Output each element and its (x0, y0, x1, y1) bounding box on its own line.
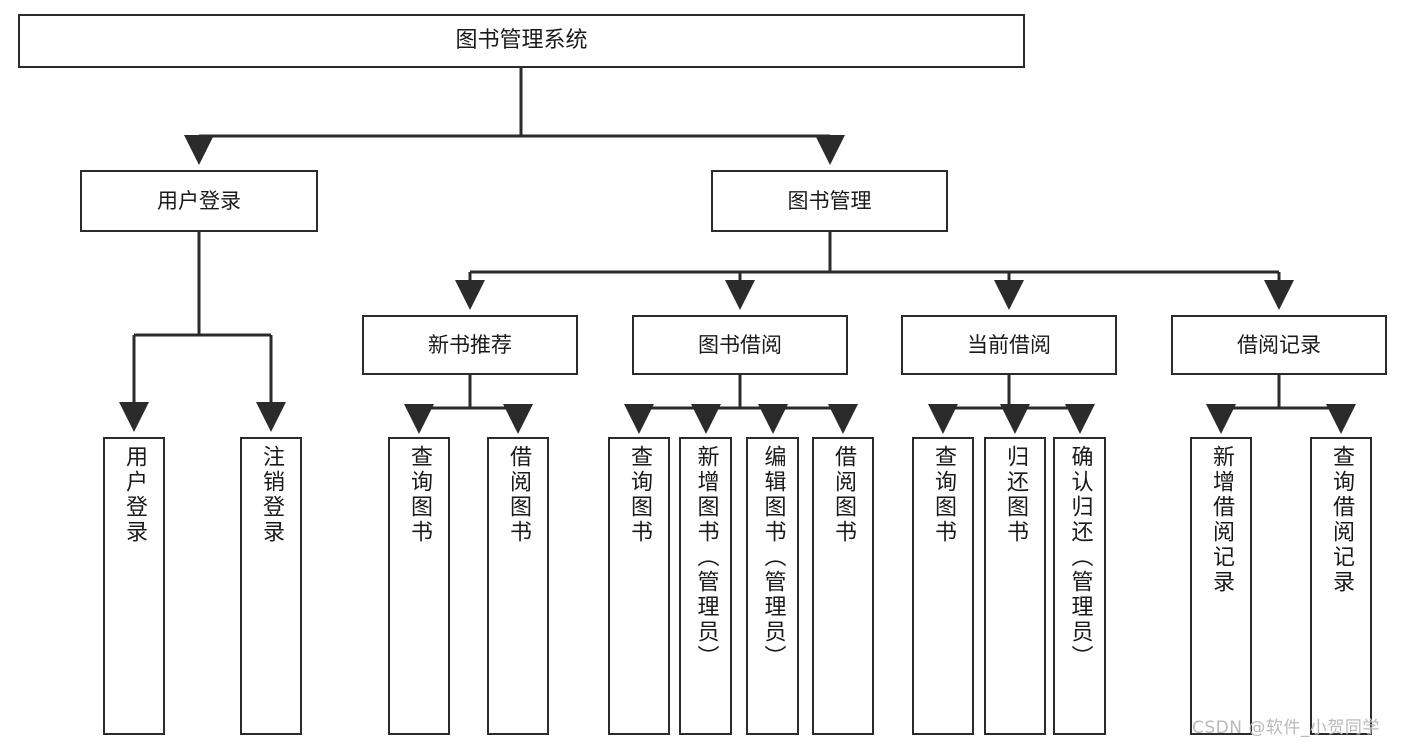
node-leaf-borrow-book-rec[interactable]: 借阅图书 (487, 437, 549, 735)
node-new-book-recommend[interactable]: 新书推荐 (362, 315, 578, 375)
node-borrow-record-label: 借阅记录 (1237, 332, 1321, 357)
node-borrow-record[interactable]: 借阅记录 (1171, 315, 1387, 375)
node-leaf-confirm-return-label: 确认归还（管理员） (1067, 445, 1093, 670)
node-leaf-query-book-borrow[interactable]: 查询图书 (608, 437, 670, 735)
node-leaf-add-borrow-record-label: 新增借阅记录 (1209, 445, 1234, 595)
watermark: CSDN @软件_小贺同学 (1192, 718, 1380, 738)
node-current-borrow-label: 当前借阅 (967, 332, 1051, 357)
node-leaf-edit-book[interactable]: 编辑图书（管理员） (746, 437, 799, 735)
node-leaf-query-book-borrow-label: 查询图书 (627, 445, 652, 545)
node-book-borrow-label: 图书借阅 (698, 332, 782, 357)
node-new-book-recommend-label: 新书推荐 (428, 332, 512, 357)
node-leaf-user-logout[interactable]: 注销登录 (240, 437, 302, 735)
node-leaf-borrow-book[interactable]: 借阅图书 (812, 437, 874, 735)
node-leaf-borrow-book-rec-label: 借阅图书 (506, 445, 531, 545)
node-leaf-query-book-cur-label: 查询图书 (931, 445, 956, 545)
node-leaf-confirm-return[interactable]: 确认归还（管理员） (1053, 437, 1106, 735)
node-leaf-user-login[interactable]: 用户登录 (103, 437, 165, 735)
node-leaf-add-borrow-record[interactable]: 新增借阅记录 (1190, 437, 1252, 735)
node-root-label: 图书管理系统 (455, 28, 588, 54)
node-leaf-add-book[interactable]: 新增图书（管理员） (679, 437, 732, 735)
node-book-borrow[interactable]: 图书借阅 (632, 315, 848, 375)
node-leaf-user-login-label: 用户登录 (122, 445, 147, 545)
node-current-borrow[interactable]: 当前借阅 (901, 315, 1117, 375)
node-leaf-borrow-book-label: 借阅图书 (831, 445, 856, 545)
node-leaf-query-book-rec-label: 查询图书 (407, 445, 432, 545)
node-leaf-return-book-label: 归还图书 (1003, 445, 1028, 545)
node-leaf-query-borrow-record[interactable]: 查询借阅记录 (1310, 437, 1372, 735)
node-leaf-return-book[interactable]: 归还图书 (984, 437, 1046, 735)
node-book-manage[interactable]: 图书管理 (711, 170, 948, 232)
node-leaf-add-book-label: 新增图书（管理员） (693, 445, 719, 670)
node-leaf-query-borrow-record-label: 查询借阅记录 (1329, 445, 1354, 595)
node-leaf-edit-book-label: 编辑图书（管理员） (760, 445, 786, 670)
node-leaf-query-book-rec[interactable]: 查询图书 (388, 437, 450, 735)
node-book-manage-label: 图书管理 (787, 188, 872, 213)
node-user-login[interactable]: 用户登录 (80, 170, 318, 232)
node-leaf-user-logout-label: 注销登录 (259, 445, 284, 545)
node-root[interactable]: 图书管理系统 (18, 14, 1025, 68)
node-leaf-query-book-cur[interactable]: 查询图书 (912, 437, 974, 735)
node-user-login-label: 用户登录 (157, 188, 241, 213)
